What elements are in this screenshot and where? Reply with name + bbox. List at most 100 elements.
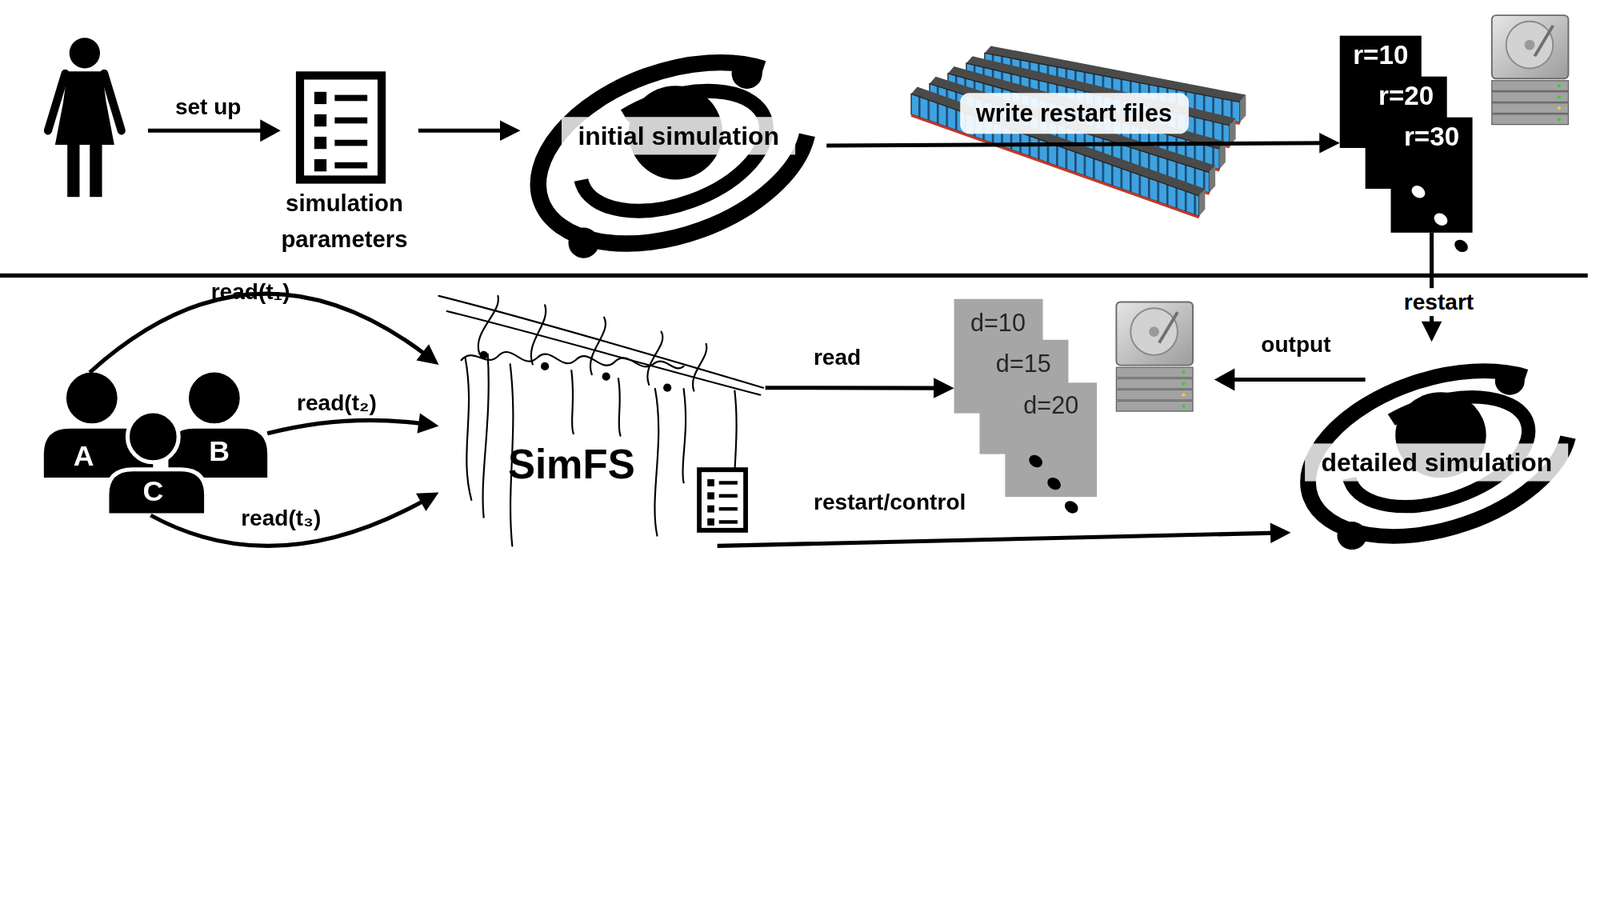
person-icon (104, 73, 122, 131)
document-icon (707, 518, 715, 526)
simfs-curtain-outline (663, 384, 672, 392)
particle-dot (1409, 183, 1428, 201)
parameter-document: simulation parameters (270, 66, 419, 245)
arrow-line (717, 532, 1277, 546)
edge-label: restart (1400, 288, 1477, 316)
supercomputer-image (911, 86, 1205, 196)
document-icon (719, 480, 738, 484)
setup-arrow (148, 128, 266, 133)
document-icon (314, 92, 327, 104)
user-icon: B (168, 372, 268, 478)
node-text: B (208, 436, 230, 469)
simfs-curtain-outline (465, 358, 472, 500)
node-text: SimFS (508, 440, 636, 488)
node-text: r=30 (1404, 122, 1460, 153)
simfs-curtain-outline (602, 372, 611, 381)
document-icon (296, 71, 386, 184)
flow-arrow (150, 492, 439, 546)
node-text: C (142, 475, 164, 508)
document-icon (719, 507, 738, 511)
document-icon (707, 505, 715, 513)
edge-label: read (813, 344, 861, 371)
edge-label: read(t₂) (296, 390, 377, 416)
particle-dot (1452, 237, 1471, 256)
particle-dot (1062, 498, 1081, 516)
user-icon-outline (127, 411, 179, 463)
flow-arrow (826, 132, 1340, 154)
node-text: d=15 (996, 348, 1052, 377)
galaxy-simulation-outline (1495, 367, 1525, 396)
disk-icon (1116, 302, 1193, 412)
simfs-curtain-outline (682, 388, 686, 483)
person-icon (48, 37, 122, 197)
document-icon (696, 467, 748, 533)
document-icon (719, 520, 738, 524)
supercomputer-image (1208, 165, 1216, 193)
divider-line (0, 273, 1588, 278)
user-icon-outline (188, 372, 240, 424)
galaxy-simulation-outline (568, 227, 599, 258)
flow-arrow (765, 377, 955, 399)
person-icon (69, 37, 100, 68)
flow-arrow (89, 293, 439, 373)
document-icon (707, 492, 715, 500)
document-icon (707, 479, 715, 487)
simfs-curtain-outline (618, 378, 621, 436)
particle-dot (1432, 210, 1451, 228)
document-icon (314, 159, 327, 172)
galaxy-simulation-outline (732, 58, 763, 89)
galaxy-simulation: detailed simulation (1291, 341, 1588, 556)
supercomputer-image (911, 45, 1246, 217)
document-icon (334, 162, 368, 169)
output-arrow (1214, 368, 1236, 391)
arrow-line (418, 128, 507, 133)
galaxy-simulation: initial simulation (520, 30, 828, 265)
person-icon (89, 140, 102, 197)
setup-arrow (260, 119, 281, 142)
node-text: r=10 (1352, 40, 1408, 72)
galaxy-simulation-outline (513, 28, 835, 278)
flow-arrow (418, 120, 521, 141)
simfs-curtain-outline (483, 354, 489, 518)
user-icon-outline (107, 469, 207, 516)
node-text: detailed simulation (1304, 443, 1569, 481)
supercomputer-image (1219, 141, 1226, 169)
restart-file: r=30 (1391, 117, 1473, 233)
simfs-curtain-outline (571, 370, 574, 434)
simfs-curtain-outline (478, 296, 499, 355)
document-icon (334, 140, 368, 147)
flow-arrow (267, 412, 439, 433)
simfs-curtain-outline (647, 332, 663, 385)
person-icon (48, 73, 66, 131)
document-icon (334, 95, 368, 102)
supercomputer-image (1240, 95, 1247, 123)
particle-dot (1026, 452, 1045, 471)
node-text: initial simulation (561, 116, 796, 155)
output-arrow (1214, 368, 1366, 391)
document-icon (314, 136, 327, 149)
simfs-curtain-outline (531, 304, 546, 364)
setup-arrow (148, 119, 281, 142)
simfs-curtain-outline (479, 351, 488, 360)
arrow-line (150, 499, 427, 546)
galaxy-simulation-outline (1284, 340, 1594, 568)
disk-icon (1492, 15, 1569, 124)
edge-label: read(t₁) (211, 279, 291, 305)
document-icon (314, 114, 327, 127)
particle-dot (1044, 475, 1064, 493)
user-icon: C (107, 410, 207, 516)
node-text: d=10 (970, 308, 1026, 336)
edge-label: read(t₃) (240, 505, 321, 532)
node-text: r=20 (1378, 81, 1434, 112)
output-arrow (1229, 377, 1366, 382)
arrow-line (267, 420, 425, 433)
node-text: d=20 (1023, 391, 1079, 420)
document-icon (334, 117, 368, 124)
supercomputer-image (911, 93, 1200, 216)
node-text: A (73, 440, 95, 473)
document-icon (699, 469, 746, 531)
simfs-curtain-outline (438, 296, 764, 547)
